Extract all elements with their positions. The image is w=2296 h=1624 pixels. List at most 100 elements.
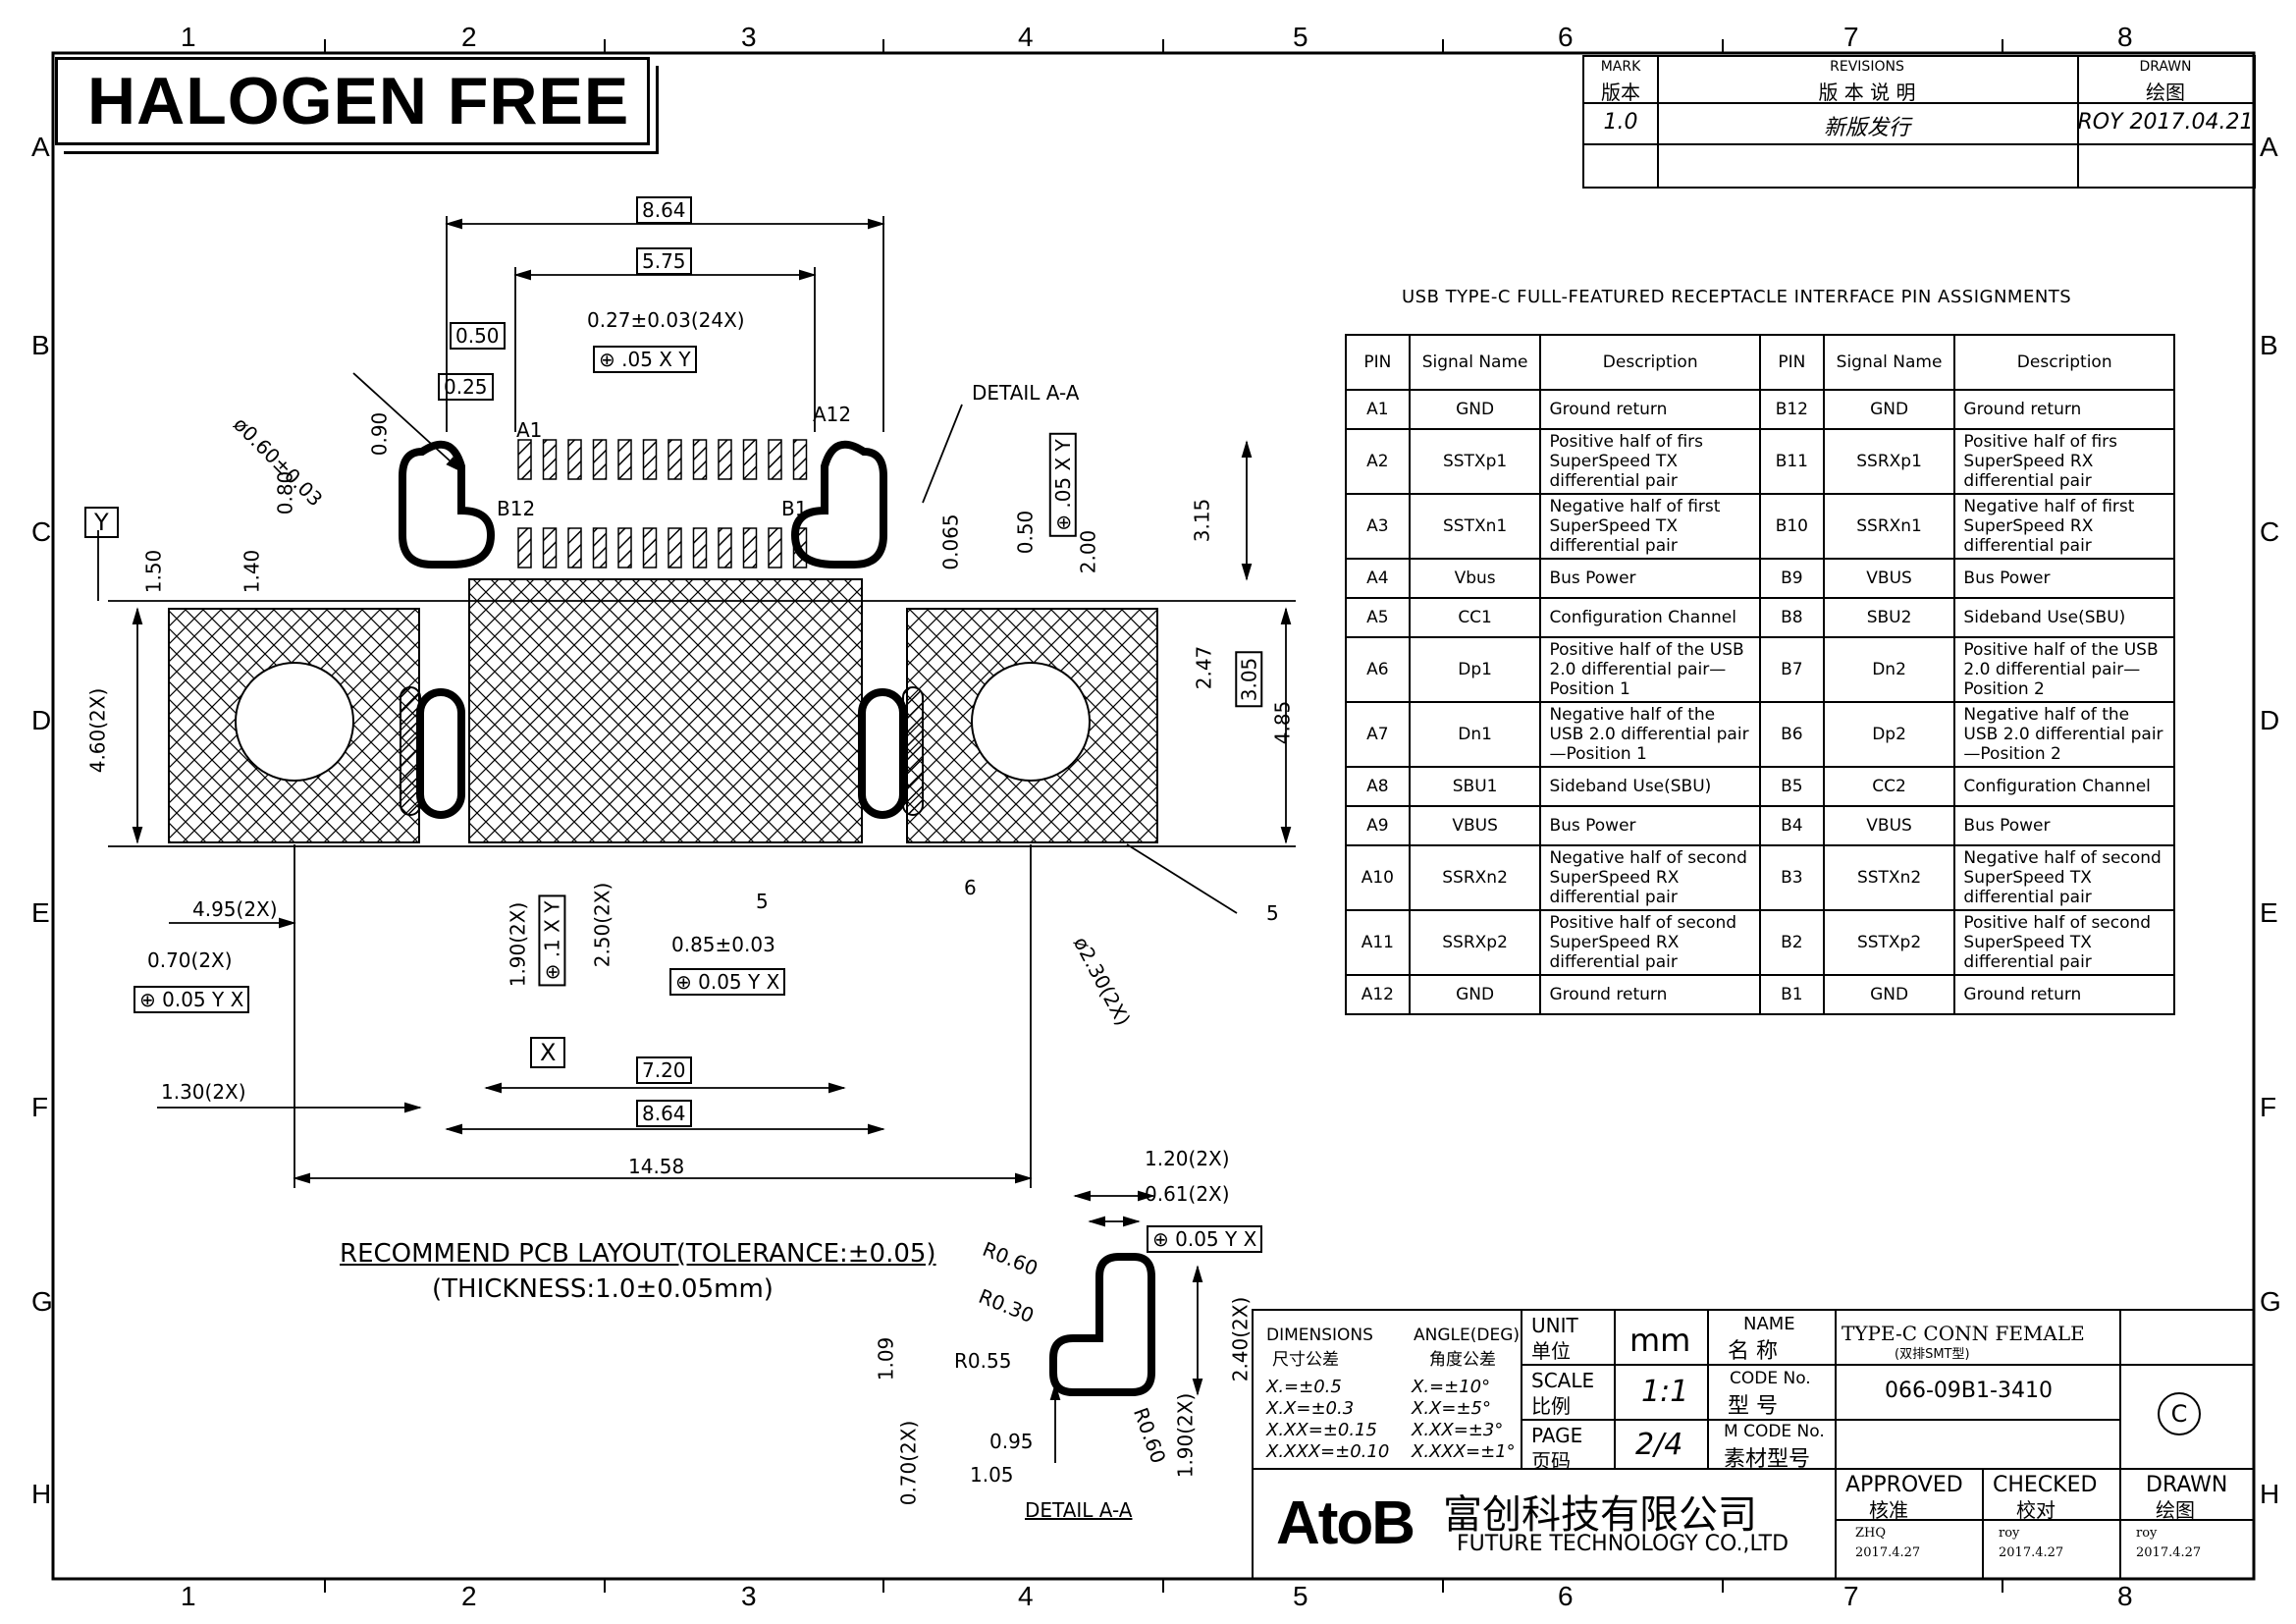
pin-pad-bottom [517,527,532,568]
dim-1-40: 1.40 [240,549,264,594]
tb-ang-3: X.XXX=±1° [1412,1441,1516,1462]
table-cell: A2 [1345,428,1411,495]
table-cell: B3 [1758,844,1825,911]
pin-pad-top [667,439,682,480]
tb-page: 2/4 [1635,1428,1683,1462]
zone-col-3-bottom: 3 [741,1581,757,1611]
table-cell: A10 [1345,844,1411,911]
pin-pad-bottom [792,527,808,568]
pin-pad-top [592,439,608,480]
tb-scale-cn: 比例 [1531,1394,1571,1418]
detail-dim-2-40: 2.40(2X) [1228,1296,1253,1382]
table-cell: Positive half of firs SuperSpeed RX diff… [1953,428,2175,495]
table-cell: SSTXp1 [1408,428,1542,495]
zone-col-2: 2 [461,22,477,52]
tb-drawn-date: 2017.4.27 [2136,1545,2202,1560]
tb-scale: 1:1 [1641,1375,1689,1409]
dim-8-64b: 8.64 [636,1100,692,1127]
pin-pad-top [617,439,632,480]
tb-drawn-cn: 绘图 [2156,1498,2195,1522]
tb-code-cn: 型 号 [1728,1394,1778,1419]
tb-code-en: CODE No. [1730,1369,1811,1388]
table-cell: A12 [1345,974,1411,1015]
header-pin-b: PIN [1758,334,1825,391]
table-cell: Ground return [1539,974,1761,1015]
tb-unit: mm [1629,1322,1691,1359]
table-cell: A9 [1345,805,1411,846]
detail-dim-1-09: 1.09 [874,1336,898,1381]
header-description-b: Description [1953,334,2175,391]
table-cell: CC1 [1408,597,1542,638]
dim-0-85: 0.85±0.03 [671,933,775,956]
dim-7-20: 7.20 [636,1056,692,1084]
table-cell: SSRXp2 [1408,909,1542,976]
detail-dim-1-90: 1.90(2X) [1173,1392,1198,1479]
tb-name-sub: (双排SMT型) [1895,1347,1970,1362]
fcf-slot-b: ⊕ .1 X Y [538,894,566,987]
table-cell: B2 [1758,909,1825,976]
pin-pad-bottom [742,527,758,568]
table-cell: GND [1822,389,1956,430]
pin-pad-top [517,439,532,480]
table-cell: B12 [1758,389,1825,430]
fcf-pins: ⊕ .05 X Y [593,346,697,373]
table-cell: SBU1 [1408,766,1542,807]
pin-pad-bottom [592,527,608,568]
dim-4-60: 4.60(2X) [85,687,110,774]
table-cell: B6 [1758,701,1825,768]
tb-ang-1: X.X=±5° [1412,1398,1491,1419]
zone-col-4-bottom: 4 [1018,1581,1034,1611]
table-cell: Negative half of second SuperSpeed TX di… [1953,844,2175,911]
tb-approved-date: 2017.4.27 [1855,1545,1921,1560]
dim-0-70: 0.70(2X) [147,948,233,972]
pin-table-header-row: PIN Signal Name Description PIN Signal N… [1345,334,2175,391]
pad-heart-left [399,440,496,568]
table-cell: SSRXn1 [1822,493,1956,560]
pin-pad-bottom [768,527,782,568]
surface-note-5a: 5 [756,890,769,913]
dim-2-47: 2.47 [1192,645,1216,690]
rev-mark-cn: 版本 [1601,81,1640,104]
table-cell: A1 [1345,389,1411,430]
zone-col-8-bottom: 8 [2117,1581,2133,1611]
detail-dim-0-70: 0.70(2X) [896,1420,921,1506]
zone-col-4: 4 [1018,22,1034,52]
table-cell: Positive half of the USB 2.0 differentia… [1953,636,2175,703]
table-cell: SSRXn2 [1408,844,1542,911]
zone-col-1: 1 [181,22,196,52]
header-description: Description [1539,334,1761,391]
dim-3-05: 3.05 [1235,651,1263,708]
rev-drawn-en: DRAWN [2139,59,2192,75]
dim-3-15: 3.15 [1190,498,1214,543]
pin-pad-top [567,439,582,480]
table-cell: Negative half of first SuperSpeed RX dif… [1953,493,2175,560]
table-cell: B9 [1758,558,1825,599]
pin-pad-top [542,439,558,480]
zone-row-c-right: C [2260,516,2280,547]
table-cell: Negative half of second SuperSpeed RX di… [1539,844,1761,911]
dim-1-30: 1.30(2X) [161,1080,246,1104]
halogen-free-text: HALOGEN FREE [87,64,630,138]
pin-pad-bottom [567,527,582,568]
zone-row-g: G [31,1286,53,1317]
dim-8-64: 8.64 [636,196,692,224]
tb-checked-cn: 校对 [2016,1498,2056,1522]
tb-drawn-en: DRAWN [2146,1473,2228,1497]
tb-checked-by: roy [1999,1526,2020,1541]
label-b1: B1 [781,497,808,520]
table-cell: B5 [1758,766,1825,807]
rev-revisions-cn: 版 本 说 明 [1818,81,1916,104]
zone-col-8: 8 [2117,22,2133,52]
detail-title: DETAIL A-A [1025,1498,1133,1522]
table-cell: CC2 [1822,766,1956,807]
pin-pad-top [642,439,658,480]
table-cell: B10 [1758,493,1825,560]
rev-drawn-cn: 绘图 [2146,81,2185,104]
table-cell: Ground return [1539,389,1761,430]
table-cell: A7 [1345,701,1411,768]
tb-ang-0: X.=±10° [1412,1377,1491,1397]
pin-pad-bottom [642,527,658,568]
tb-page-cn: 页码 [1531,1449,1571,1473]
